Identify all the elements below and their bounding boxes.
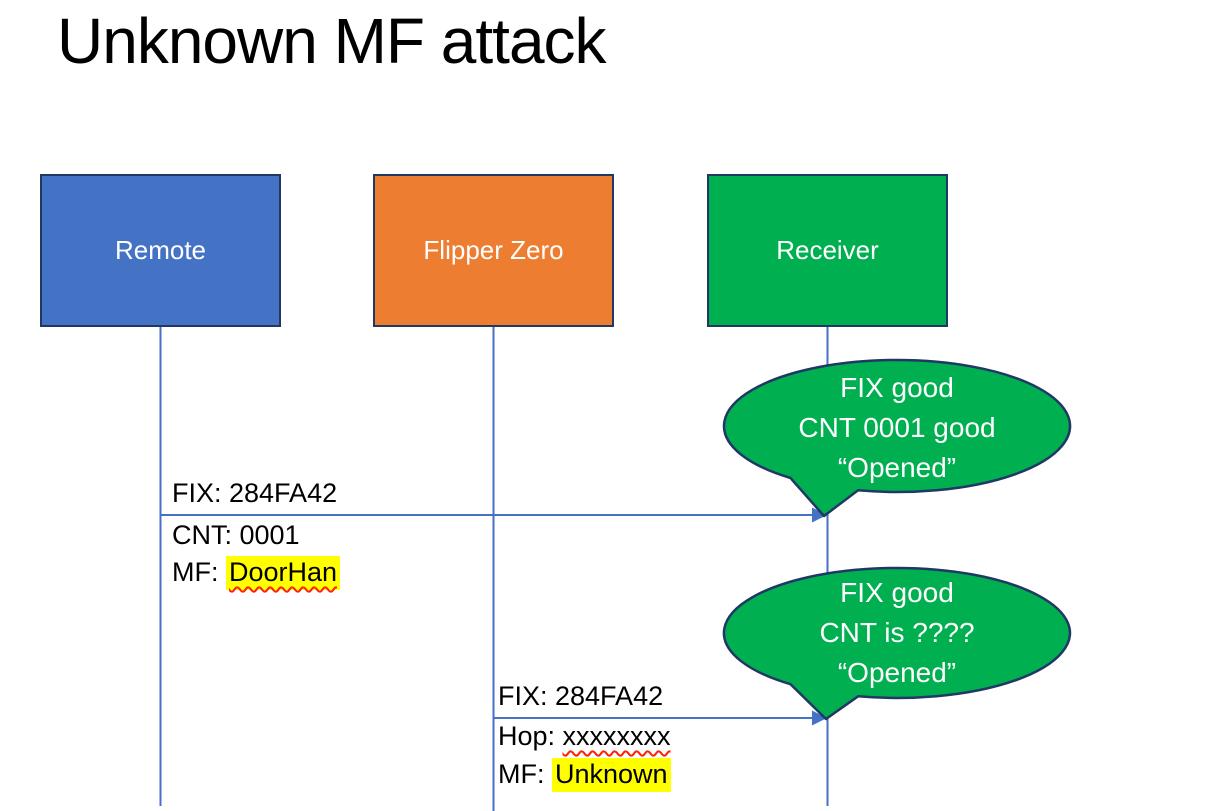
message-1-mf-value-highlighted: DoorHan <box>226 556 341 590</box>
message-2-fix-label: FIX: 284FA42 <box>498 681 664 711</box>
actor-label-receiver: Receiver <box>776 235 879 265</box>
message-1-arrowhead-icon <box>812 507 827 523</box>
callout-2-line-3: “Opened” <box>837 657 957 688</box>
callout-2-speech-bubble <box>722 566 1072 721</box>
message-2-hop-value-squiggle: xxxxxxxx <box>562 721 671 751</box>
callout-1-line-2: CNT 0001 good <box>798 412 996 443</box>
actor-label-remote: Remote <box>114 235 207 265</box>
message-1-mf-label: MF: DoorHan <box>172 556 341 590</box>
message-2-arrowhead-icon <box>812 710 827 726</box>
callout-2-line-1: FIX good <box>840 577 954 608</box>
message-2-hop-prefix: Hop: <box>498 721 563 751</box>
message-1-cnt-label: CNT: 0001 <box>172 520 300 550</box>
actor-box-remote: Remote <box>40 174 281 327</box>
callout-1-line-3: “Opened” <box>837 452 957 483</box>
callout-1-text: FIX good CNT 0001 good “Opened” <box>727 368 1067 488</box>
actor-label-flipper-zero: Flipper Zero <box>423 235 564 265</box>
actor-box-receiver: Receiver <box>707 174 948 327</box>
callout-1-speech-bubble <box>722 358 1072 518</box>
message-2-mf-label: MF: Unknown <box>498 758 671 792</box>
actor-box-flipper-zero: Flipper Zero <box>373 174 614 327</box>
callout-1-line-1: FIX good <box>840 372 954 403</box>
message-1-fix-label: FIX: 284FA42 <box>172 478 338 508</box>
message-2-hop-label: Hop: xxxxxxxx <box>498 721 671 752</box>
message-1-mf-prefix: MF: <box>172 557 226 587</box>
page-title: Unknown MF attack <box>57 5 607 77</box>
message-2-mf-prefix: MF: <box>498 759 552 789</box>
callout-2-line-2: CNT is ???? <box>819 617 975 648</box>
message-2-mf-value-highlighted: Unknown <box>552 758 671 792</box>
callout-2-text: FIX good CNT is ???? “Opened” <box>727 573 1067 693</box>
